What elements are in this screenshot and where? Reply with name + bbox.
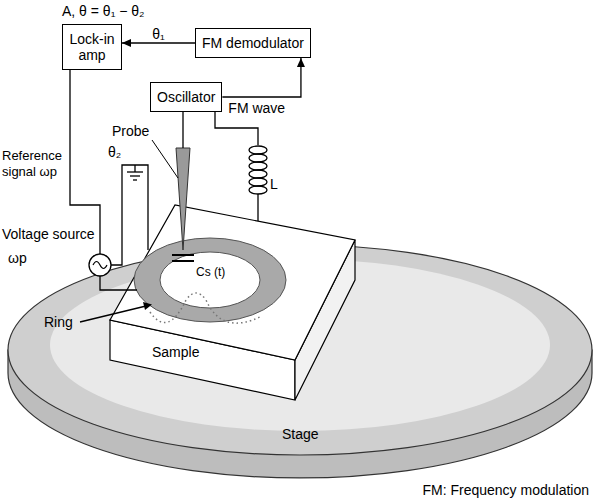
ac-wave-symbol: [93, 262, 107, 269]
signal-arrow: [222, 58, 301, 97]
part-label: Stage: [282, 426, 319, 442]
oscillator-box: Oscillator: [150, 82, 222, 112]
lock-in-amp-box: Lock-in amp: [62, 24, 122, 70]
capacitor-plate: [172, 254, 194, 256]
phase-label: θ₂: [108, 144, 121, 160]
coil-turn: [249, 170, 267, 178]
note-text: FM: Frequency modulation: [422, 482, 589, 498]
signal-label: Reference signal ωp: [2, 148, 66, 180]
ground-bar: [133, 179, 137, 180]
signal-arrow: [122, 42, 195, 43]
arrowhead: [297, 58, 305, 67]
coil-turn: [249, 146, 267, 154]
frequency-label: ωp: [8, 250, 27, 266]
capacitor-plate: [172, 260, 194, 262]
edge-label: θ₁: [152, 26, 165, 42]
coil-turn: [249, 162, 267, 170]
arrowhead: [122, 39, 131, 47]
part-label: Probe: [112, 123, 149, 139]
output-label: A, θ = θ₁ − θ₂: [62, 3, 145, 19]
probe-leader: [152, 140, 178, 178]
coil-turn: [249, 186, 267, 194]
component-label: Voltage source: [2, 226, 95, 242]
coil-turn: [249, 154, 267, 162]
inductor-label: L: [270, 176, 278, 192]
inductor-coil: [249, 146, 267, 194]
ring-leader-arrowhead: [143, 302, 152, 310]
part-label: Sample: [152, 344, 199, 360]
field-lines: [150, 293, 262, 323]
ground-bar: [127, 171, 143, 172]
edge-label: FM wave: [228, 100, 285, 116]
fm-demodulator-box: FM demodulator: [195, 28, 311, 58]
box-text: Oscillator: [157, 89, 215, 105]
ground-symbol: [127, 165, 143, 180]
ring-wire: [100, 276, 137, 290]
capacitance-label: Cs (t): [196, 264, 225, 280]
ground-stem: [134, 165, 135, 172]
sample-top-face: [110, 205, 355, 360]
reference-wire: [70, 50, 100, 254]
part-label: Ring: [44, 314, 73, 330]
source-wire: [111, 165, 148, 265]
box-text: Lock-in amp: [69, 31, 115, 63]
ground-bar: [130, 175, 140, 176]
probe-tip: [176, 148, 190, 250]
ring-hole: [160, 252, 260, 308]
ring-electrode: [134, 238, 286, 322]
box-text: FM demodulator: [202, 35, 304, 51]
ring-leader: [80, 306, 146, 322]
coil-ground-wire: [257, 194, 258, 221]
coil-turn: [249, 178, 267, 186]
voltage-source-symbol: [89, 254, 111, 276]
